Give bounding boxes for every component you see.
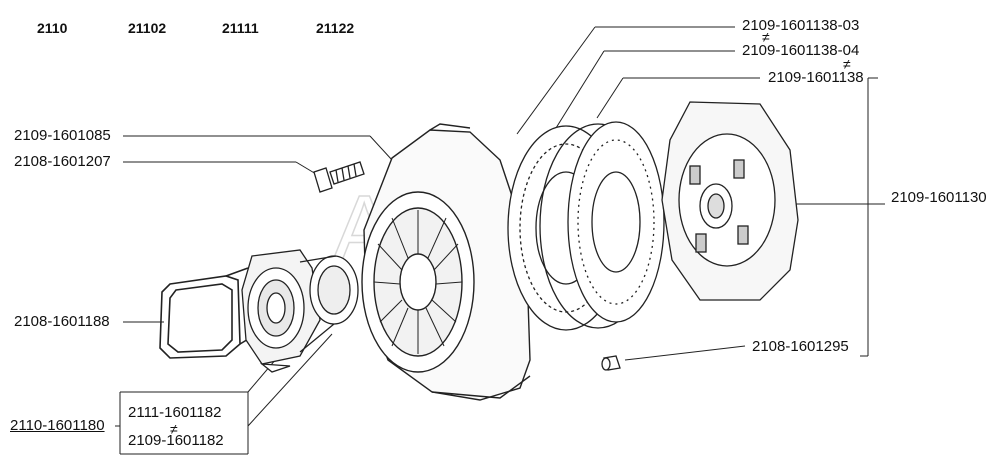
label-clutch-disc-a: 2109-1601138-03 [742,17,860,34]
leader-lines [115,26,885,455]
driven-disc [661,101,799,301]
label-clutch-disc-c: 2109-1601138 [768,69,864,86]
label-pin: 2108-1601295 [752,338,849,355]
pin [601,355,621,371]
release-bearing [241,249,359,373]
label-release-assembly: 2110-1601180 [10,417,105,434]
bolt [313,161,365,193]
neq-mark-bearing: ≠ [170,421,178,437]
neq-mark-right: ≠ [843,56,851,72]
label-clutch-group: 2109-1601130 [891,189,987,206]
pressure-plate [361,123,531,401]
label-bearing-b: 2109-1601182 [128,432,224,449]
label-clutch-disc-b: 2109-1601138-04 [742,42,860,59]
neq-mark-top: ≠ [762,29,770,45]
label-bolt: 2108-1601207 [14,153,111,170]
friction-disc [507,121,665,331]
spring-clip [159,267,251,359]
label-pressure-plate: 2109-1601085 [14,127,111,144]
model-21102: 21102 [128,20,167,36]
label-spring-clip: 2108-1601188 [14,313,110,330]
model-21122: 21122 [316,20,355,36]
model-21111: 21111 [222,20,259,36]
model-2110: 2110 [37,20,68,36]
label-bearing-a: 2111-1601182 [128,404,222,421]
